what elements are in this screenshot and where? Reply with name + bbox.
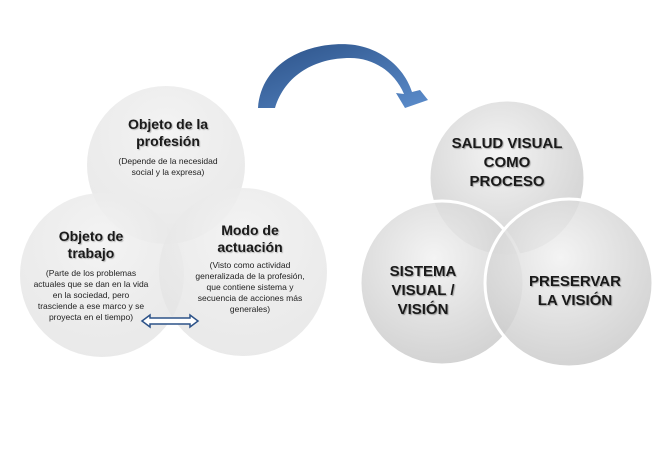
curved-arrow-icon <box>258 44 428 108</box>
left-venn <box>20 86 327 357</box>
circle-subtitle: (Depende de la necesidad social y la exp… <box>118 156 218 177</box>
circle-subtitle: (Visto como actividad generalizada de la… <box>195 260 305 314</box>
double-arrow <box>140 313 200 329</box>
label-preservar-vision: PRESERVAR LA VISIÓN <box>529 273 621 309</box>
circle-objeto-trabajo <box>20 193 184 357</box>
label-sistema-visual: SISTEMA VISUAL / VISIÓN <box>389 263 457 318</box>
circle-title: Objeto de trabajo <box>58 228 124 261</box>
circle-title: Modo de actuación <box>217 222 283 255</box>
right-venn <box>358 98 655 369</box>
label-objeto-trabajo: Objeto de trabajo (Parte de los problema… <box>32 228 150 323</box>
circle-title: Objeto de la profesión <box>127 116 209 149</box>
circle-modo-actuacion <box>159 188 327 356</box>
circle-subtitle: (Parte de los problemas actuales que se … <box>33 268 149 322</box>
label-objeto-profesion: Objeto de la profesión (Depende de la ne… <box>106 116 230 178</box>
label-salud-visual: SALUD VISUAL COMO PROCESO <box>451 135 563 190</box>
circle-preservar-vision <box>483 197 655 369</box>
label-modo-actuacion: Modo de actuación (Visto como actividad … <box>190 222 310 315</box>
